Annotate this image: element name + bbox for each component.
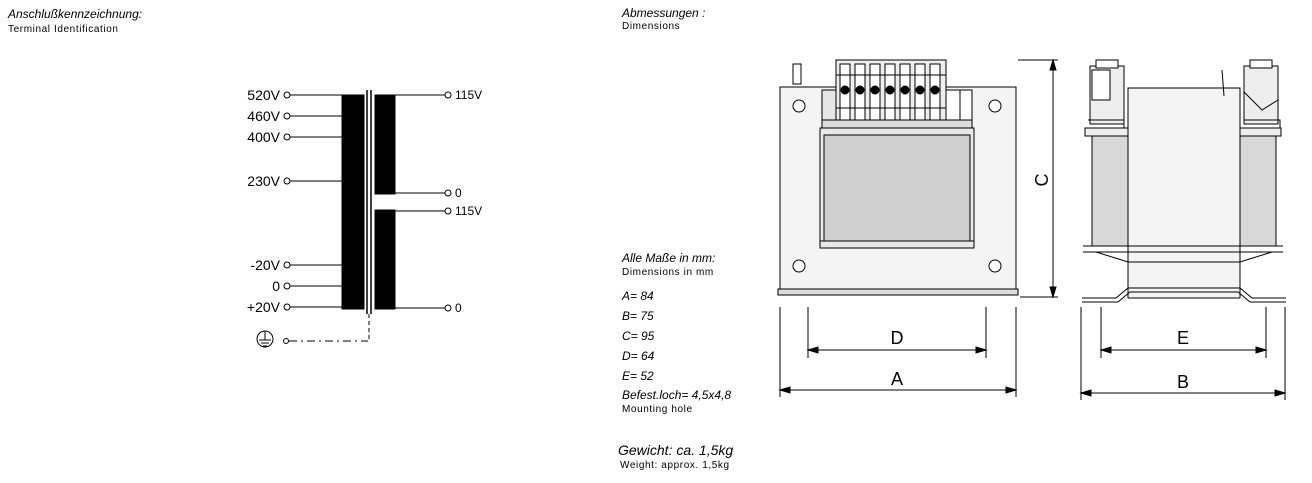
earth-connection: [256, 314, 370, 348]
weight-en: Weight: approx. 1,5kg: [620, 460, 730, 471]
sec-label-115v-1: 115V: [455, 88, 482, 102]
mounting-hole-de: Befest.loch= 4,5x4,8: [622, 388, 732, 402]
side-dimensions: [1079, 307, 1287, 400]
front-view: [777, 59, 1019, 296]
dim-a: A= 84: [622, 289, 654, 303]
primary-winding: [341, 94, 365, 310]
dim-e: E= 52: [622, 369, 654, 383]
terminal-block: [792, 59, 973, 121]
sec-label-115v-2: 115V: [455, 204, 482, 218]
dim-label-b: B: [1177, 372, 1189, 392]
dim-label-d: D: [891, 328, 904, 348]
sec-label-0-1: 0: [455, 186, 462, 200]
dimensions-title-en: Dimensions: [622, 21, 681, 32]
tap-label-minus20v: -20V: [250, 257, 280, 273]
dimensions-title-de: Abmessungen :: [622, 6, 706, 20]
transformer-schematic: [256, 90, 452, 348]
dim-label-a: A: [891, 369, 903, 389]
weight-de: Gewicht: ca. 1,5kg: [618, 442, 734, 458]
secondary-taps: [375, 91, 452, 312]
secondary-winding-1: [374, 94, 396, 195]
terminal-title-en: Terminal Identification: [8, 24, 119, 35]
tap-label-230v: 230V: [247, 173, 280, 189]
tap-label-0: 0: [272, 278, 280, 294]
units-title-en: Dimensions in mm: [622, 267, 714, 278]
sec-label-0-2: 0: [455, 301, 462, 315]
terminal-title-de: Anschlußkennzeichnung:: [8, 7, 143, 21]
front-dimensions: [778, 58, 1058, 397]
dim-label-c: C: [1032, 174, 1052, 187]
mounting-hole-en: Mounting hole: [622, 404, 693, 415]
dim-b: B= 75: [622, 309, 654, 323]
dim-c: C= 95: [622, 329, 655, 343]
tap-label-400v: 400V: [247, 129, 280, 145]
primary-taps: [283, 91, 342, 311]
side-view: [1082, 59, 1286, 303]
tap-label-520v: 520V: [247, 87, 280, 103]
tap-label-460v: 460V: [247, 108, 280, 124]
dim-d: D= 64: [622, 349, 655, 363]
units-title-de: Alle Maße in mm:: [622, 251, 716, 265]
secondary-winding-2: [374, 209, 396, 310]
dim-label-e: E: [1177, 328, 1189, 348]
tap-label-plus20v: +20V: [247, 299, 281, 315]
